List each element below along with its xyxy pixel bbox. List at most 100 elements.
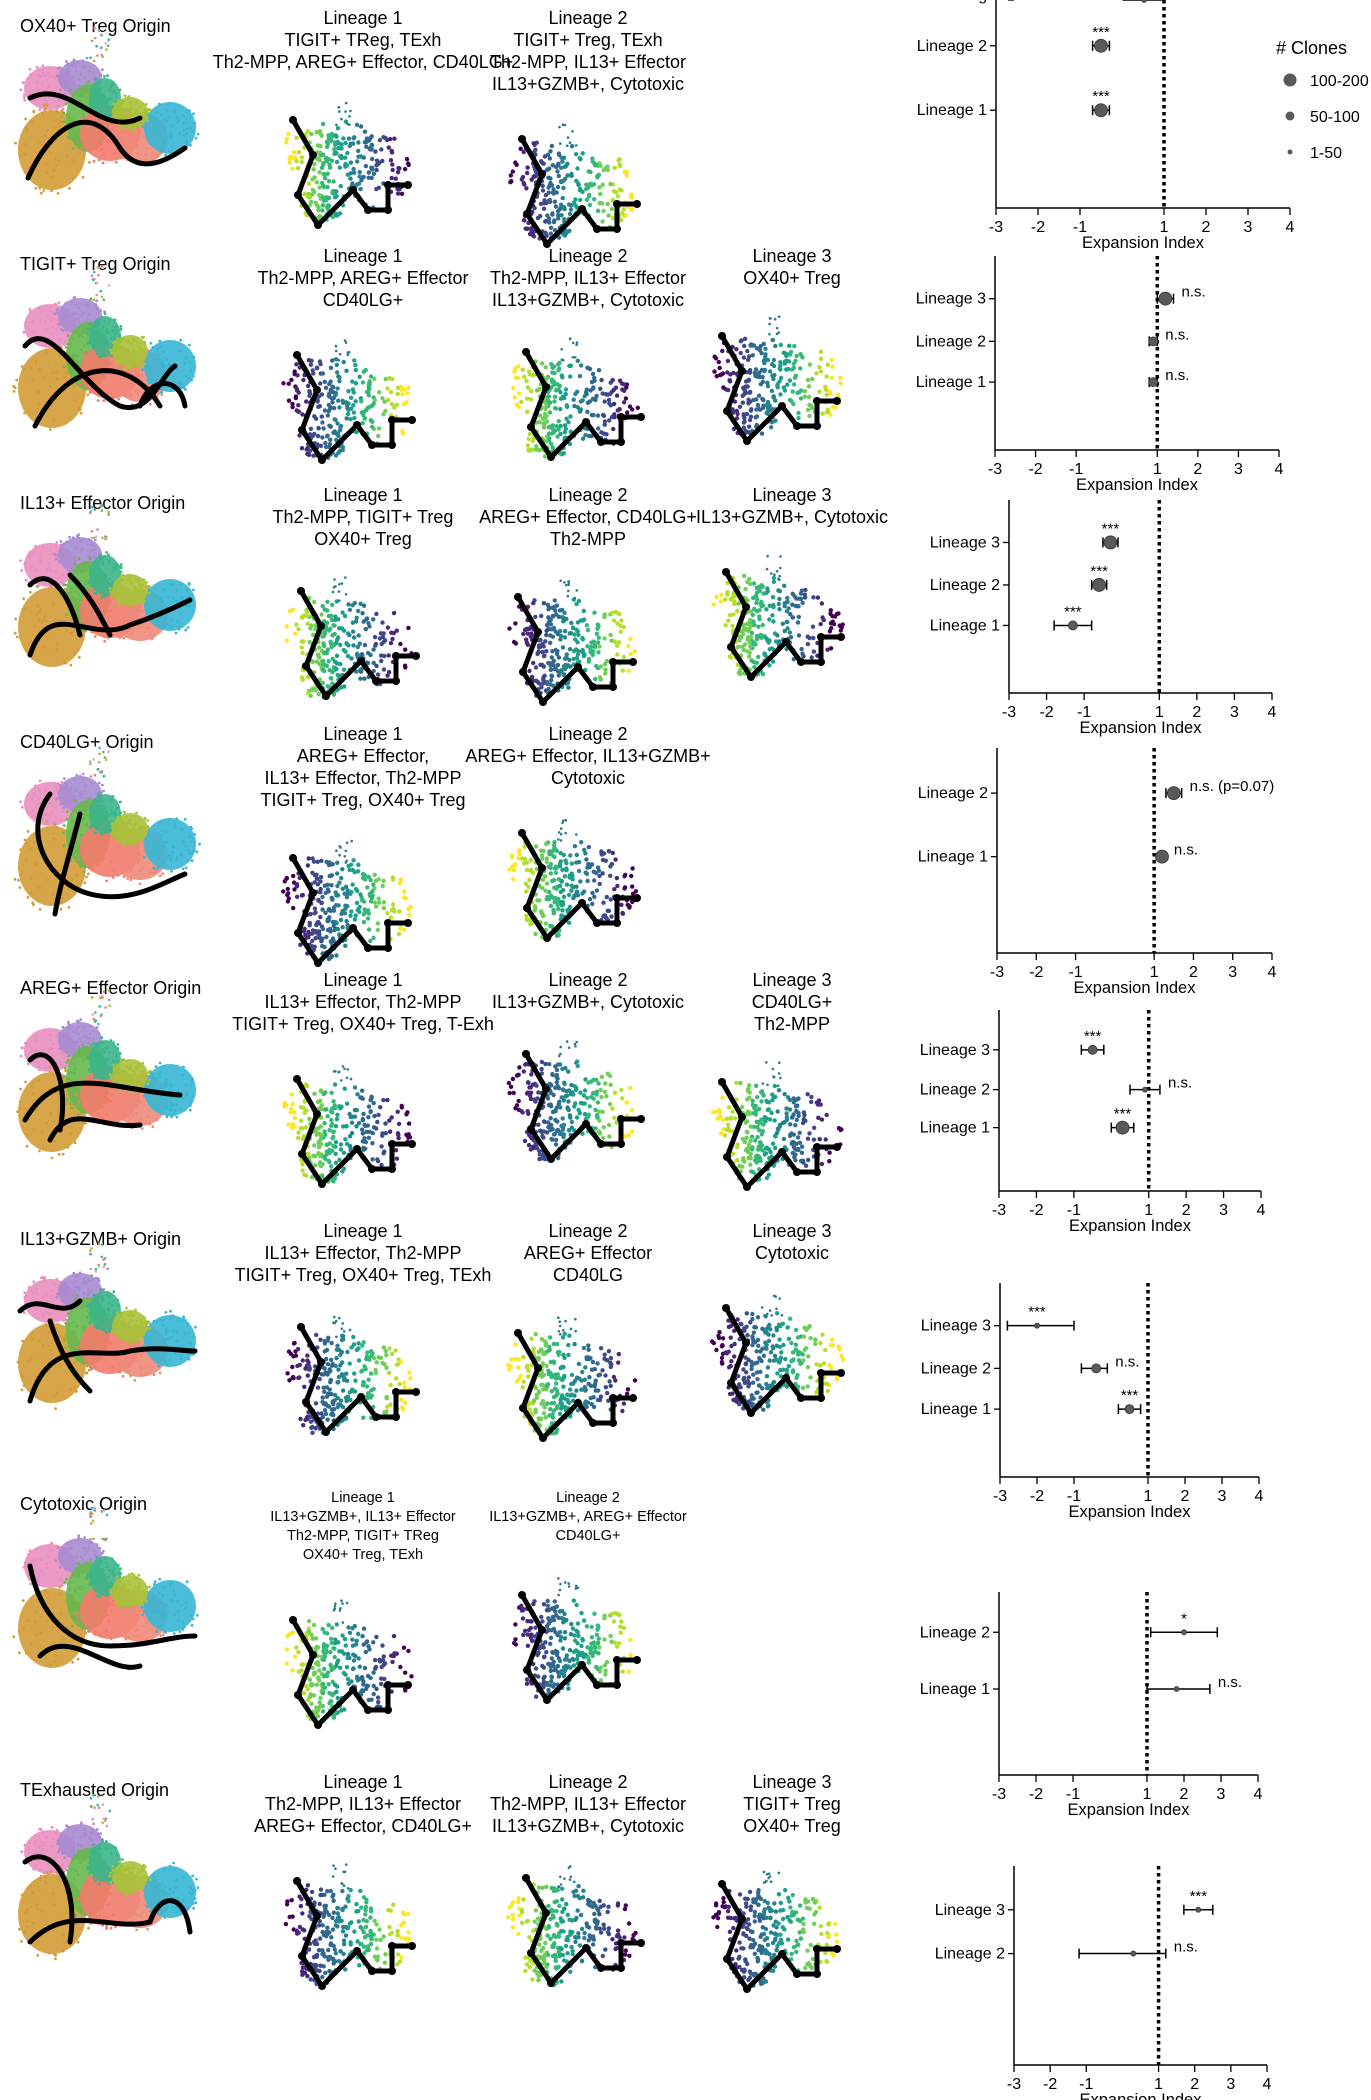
cell-dot [798, 366, 803, 371]
cell-dot [818, 621, 823, 627]
cell-dot [809, 405, 815, 411]
cell-dot [118, 112, 122, 115]
cell-dot [552, 598, 557, 603]
cell-dot [109, 97, 113, 101]
x-axis-label: Expansion Index [1079, 719, 1202, 737]
cell-dot [112, 91, 116, 94]
cell-dot [193, 833, 197, 836]
cell-dot [73, 141, 77, 144]
cell-dot [54, 544, 58, 548]
cell-dot [64, 102, 68, 106]
cell-dot [347, 632, 352, 638]
cell-dot [624, 173, 630, 178]
cell-dot [613, 190, 619, 195]
cell-dot [52, 781, 56, 785]
cell-dot [71, 369, 74, 373]
trajectory-node [547, 453, 555, 461]
trajectory-node [364, 206, 372, 214]
cell-dot [379, 658, 384, 664]
cell-dot [60, 328, 63, 331]
trajectory-node [793, 422, 801, 430]
cell-dot [71, 353, 74, 357]
cell-dot [188, 343, 191, 347]
cell-dot [108, 587, 112, 590]
cell-dot [159, 134, 163, 138]
cell-dot [382, 399, 387, 404]
cell-dot [581, 608, 586, 614]
cell-dot [187, 859, 190, 863]
cell-dot [82, 352, 86, 355]
cell-dot [127, 149, 131, 153]
cell-dot [81, 59, 85, 63]
cell-dot [171, 124, 174, 128]
cell-dot [542, 411, 548, 417]
cell-dot [379, 641, 384, 647]
category-label: Lineage 3 [921, 1318, 991, 1335]
cell-dot [80, 146, 84, 150]
cell-dot [544, 649, 549, 654]
cell-dot [334, 431, 339, 437]
cell-dot [805, 407, 811, 412]
x-axis-label: Expansion Index [1069, 1217, 1192, 1235]
cell-dot [824, 392, 829, 397]
cell-dot [330, 669, 335, 675]
cell-dot [294, 388, 300, 393]
cell-dot [576, 183, 581, 188]
cell-dot [46, 71, 50, 75]
cell-dot [742, 391, 747, 396]
data-point [1094, 38, 1108, 53]
cell-dot [95, 818, 98, 822]
lineage-name: Lineage 2 [548, 246, 627, 266]
lineage-name: Lineage 1 [323, 246, 402, 266]
data-point [1067, 620, 1078, 631]
lineage-states: IL13+ Effector, Th2-MPP [265, 768, 462, 788]
cell-dot [94, 336, 98, 340]
cell-dot [90, 505, 94, 509]
cell-dot [165, 120, 169, 123]
cell-dot [137, 827, 141, 830]
cell-dot [116, 805, 120, 809]
cell-dot [327, 165, 333, 170]
cell-dot [621, 382, 627, 387]
cell-dot [159, 345, 162, 349]
cell-dot [120, 354, 124, 358]
trajectory-node [593, 225, 601, 233]
cell-dot [756, 654, 761, 660]
cell-dot [131, 350, 134, 354]
cell-dot [136, 593, 140, 596]
cell-dot [94, 303, 98, 307]
cell-dot [353, 913, 358, 918]
cell-dot [111, 81, 115, 84]
cell-dot [90, 274, 94, 278]
cell-dot [359, 399, 364, 404]
cell-dot [347, 351, 351, 354]
cell-dot [304, 399, 309, 404]
cell-dot [620, 211, 625, 216]
cell-dot [96, 847, 100, 850]
cell-dot [110, 84, 113, 88]
cell-dot [741, 626, 746, 631]
cell-dot [373, 643, 378, 648]
cell-dot [47, 562, 51, 565]
cell-dot [93, 555, 97, 558]
data-point [1124, 1404, 1135, 1414]
cell-dot [553, 629, 558, 634]
cell-dot [571, 397, 576, 402]
cell-dot [85, 543, 89, 546]
cell-dot [332, 659, 338, 664]
cell-dot [558, 423, 563, 429]
cell-dot [602, 636, 607, 641]
cell-dot [296, 150, 302, 155]
cell-dot [54, 361, 58, 365]
cell-dot [184, 388, 187, 391]
cell-dot [519, 399, 524, 405]
cell-dot [117, 99, 121, 102]
cell-dot [819, 601, 825, 606]
cell-dot [64, 661, 68, 665]
cell-dot [57, 818, 61, 822]
cell-dot [380, 620, 385, 625]
